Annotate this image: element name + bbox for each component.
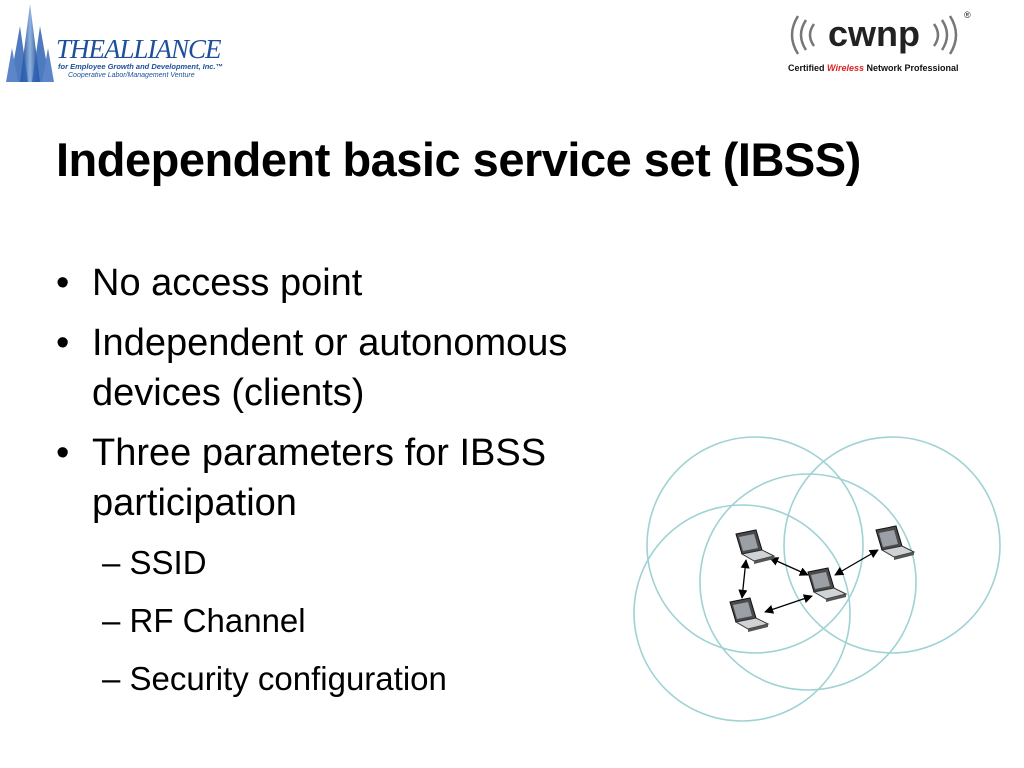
link-arrows — [738, 549, 879, 614]
tagline-network-professional: Network Professional — [866, 63, 959, 73]
bullet-text: No access point — [92, 262, 363, 304]
laptop-icon — [735, 529, 775, 565]
alliance-tagline: Cooperative Labor/Management Venture — [68, 72, 195, 79]
sub-bullet-item: – SSID — [102, 544, 207, 581]
cwnp-tagline: Certified Wireless Network Professional — [788, 63, 959, 73]
coverage-circle — [633, 504, 851, 722]
link-arrow — [769, 557, 809, 576]
coverage-circle — [699, 473, 917, 691]
bullet-item: • No access point — [56, 258, 676, 308]
coverage-circle — [646, 436, 864, 654]
alliance-logo: THEALLIANCE for Employee Growth and Deve… — [6, 4, 223, 84]
laptop-icon — [807, 567, 847, 603]
sub-bullet-item: – RF Channel — [102, 602, 306, 639]
link-arrow — [834, 549, 879, 576]
sub-bullet-item: – Security configuration — [102, 660, 447, 697]
ibss-diagram — [630, 430, 1010, 730]
laptop-icon — [729, 597, 769, 633]
link-arrow — [738, 559, 750, 599]
coverage-circles — [633, 436, 1001, 722]
bullet-list: • No access point • Independent or auton… — [56, 258, 676, 718]
alliance-subtitle: for Employee Growth and Development, Inc… — [58, 62, 224, 71]
sub-bullet-list: – SSID – RF Channel – Security configura… — [92, 534, 676, 708]
coverage-circle — [783, 436, 1001, 654]
bullet-dot: • — [56, 262, 70, 304]
bullet-item: • Three parameters for IBSS participatio… — [56, 428, 676, 708]
link-arrow — [764, 594, 813, 614]
tagline-certified: Certified — [788, 63, 825, 73]
tagline-wireless: Wireless — [827, 63, 864, 73]
alliance-title: THEALLIANCE — [56, 34, 222, 64]
bullet-dot: • — [56, 432, 70, 474]
ibss-diagram-graphic — [633, 436, 1001, 722]
skyscraper-logo-icon — [6, 4, 54, 82]
bullet-text: Independent or autonomous devices (clien… — [92, 322, 568, 414]
cwnp-logo-graphic: cwnp ® — [790, 10, 971, 55]
registered-mark: ® — [964, 10, 971, 20]
slide-title: Independent basic service set (IBSS) — [56, 133, 861, 186]
cwnp-wordmark: cwnp — [828, 13, 920, 54]
bullet-item: • Independent or autonomous devices (cli… — [56, 318, 676, 418]
cwnp-logo: cwnp ® Certified Wireless Network Profes… — [784, 8, 974, 78]
bullet-dot: • — [56, 322, 70, 364]
wireless-waves-icon — [790, 15, 958, 55]
bullet-text: Three parameters for IBSS participation — [92, 432, 547, 524]
